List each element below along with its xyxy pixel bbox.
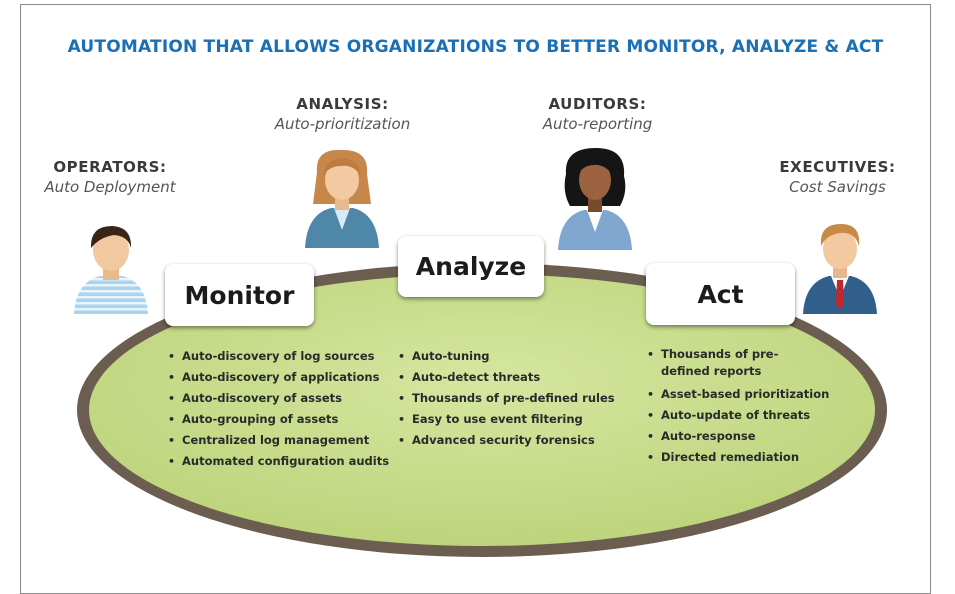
- list-item: Thousands of pre-defined reports: [647, 346, 801, 384]
- list-item: Auto-discovery of applications: [168, 367, 389, 388]
- list-item: Asset-based prioritization: [647, 384, 829, 405]
- act-box: Act: [646, 263, 795, 325]
- role-analysis-title: ANALYSIS:: [296, 95, 389, 113]
- role-operators-title: OPERATORS:: [53, 158, 167, 176]
- act-list: Thousands of pre-defined reports Asset-b…: [647, 346, 829, 468]
- analysis-person-icon: [305, 149, 379, 248]
- executive-person-icon: [803, 224, 877, 314]
- list-item: Thousands of pre-defined rules: [398, 388, 615, 409]
- list-item: Auto-discovery of assets: [168, 388, 389, 409]
- list-item: Auto-grouping of assets: [168, 409, 389, 430]
- list-item: Easy to use event filtering: [398, 409, 615, 430]
- monitor-box: Monitor: [165, 264, 314, 326]
- role-operators: OPERATORS: Auto Deployment: [30, 158, 190, 196]
- analyze-box: Analyze: [398, 236, 544, 297]
- list-item: Auto-update of threats: [647, 405, 829, 426]
- list-item: Auto-tuning: [398, 346, 615, 367]
- role-auditors: AUDITORS: Auto-reporting: [520, 95, 675, 133]
- list-item: Auto-detect threats: [398, 367, 615, 388]
- operator-person-icon: [74, 226, 148, 314]
- role-analysis: ANALYSIS: Auto-prioritization: [260, 95, 425, 133]
- role-analysis-subtitle: Auto-prioritization: [274, 115, 411, 133]
- role-executives: EXECUTIVES: Cost Savings: [765, 158, 910, 196]
- role-auditors-subtitle: Auto-reporting: [542, 115, 653, 133]
- analyze-list: Auto-tuning Auto-detect threats Thousand…: [398, 346, 615, 451]
- role-auditors-title: AUDITORS:: [548, 95, 647, 113]
- list-item: Auto-response: [647, 426, 829, 447]
- list-item: Auto-discovery of log sources: [168, 346, 389, 367]
- list-item: Directed remediation: [647, 447, 829, 468]
- role-operators-subtitle: Auto Deployment: [44, 178, 176, 196]
- list-item: Automated configuration audits: [168, 451, 389, 472]
- auditor-person-icon: [558, 148, 632, 250]
- diagram-title: AUTOMATION THAT ALLOWS ORGANIZATIONS TO …: [67, 37, 884, 57]
- list-item: Centralized log management: [168, 430, 389, 451]
- list-item: Advanced security forensics: [398, 430, 615, 451]
- role-executives-title: EXECUTIVES:: [779, 158, 896, 176]
- monitor-list: Auto-discovery of log sources Auto-disco…: [168, 346, 389, 472]
- role-executives-subtitle: Cost Savings: [789, 178, 886, 196]
